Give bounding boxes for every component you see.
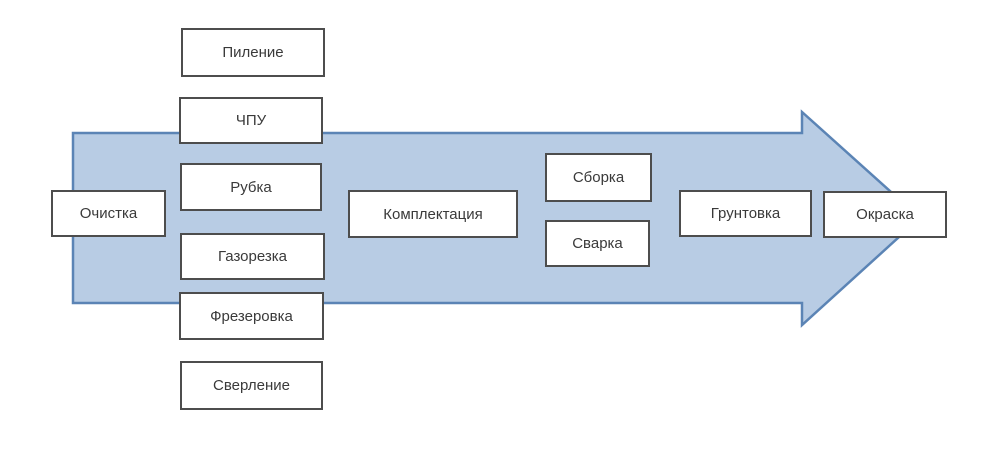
stage-box-gruntovka: Грунтовка [679, 190, 812, 237]
stage-label-ochistka: Очистка [79, 205, 138, 222]
stage-box-svarka: Сварка [545, 220, 650, 267]
stage-box-sborka: Сборка [545, 153, 652, 202]
stage-box-sverlenie: Сверление [180, 361, 323, 410]
stage-box-okraska: Окраска [823, 191, 947, 238]
stage-box-gazorezka: Газорезка [180, 233, 325, 280]
stage-label-komplektaciya: Комплектация [383, 205, 483, 223]
stage-box-komplektaciya: Комплектация [348, 190, 518, 238]
stage-label-svarka: Сварка [572, 235, 623, 252]
stage-box-chpu: ЧПУ [179, 97, 323, 144]
stage-box-frezerovka: Фрезеровка [179, 292, 324, 340]
stage-label-frezerovka: Фрезеровка [210, 307, 293, 325]
stage-label-pilenie: Пиление [222, 44, 284, 61]
stage-box-pilenie: Пиление [181, 28, 325, 77]
stage-label-sborka: Сборка [572, 169, 625, 186]
stage-label-gruntovka: Грунтовка [710, 205, 781, 222]
stage-label-sverlenie: Сверление [213, 377, 290, 394]
stage-label-rubka: Рубка [230, 178, 272, 196]
stage-box-ochistka: Очистка [51, 190, 166, 237]
stage-label-gazorezka: Газорезка [218, 248, 287, 265]
stage-label-okraska: Окраска [856, 206, 914, 223]
stage-box-rubka: Рубка [180, 163, 322, 211]
stage-label-chpu: ЧПУ [235, 112, 267, 129]
